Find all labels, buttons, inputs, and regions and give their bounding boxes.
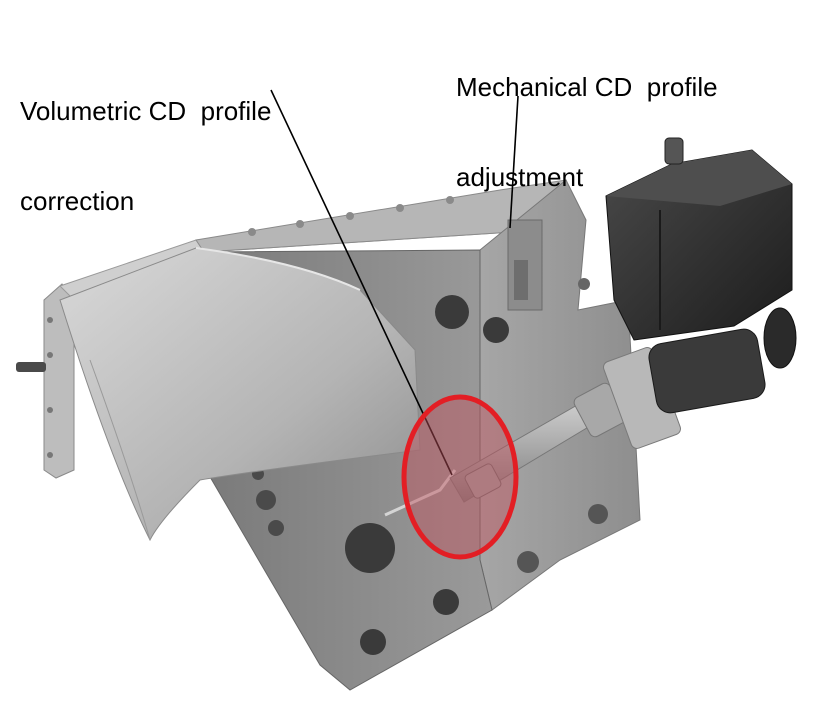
side-bracket [16, 283, 75, 479]
die-hood [59, 247, 421, 542]
label-mechanical-line2: adjustment [456, 162, 584, 192]
label-mechanical-cd-profile-adjustment: Mechanical CD profile adjustment [456, 12, 718, 252]
label-volumetric-cd-profile-correction: Volumetric CD profile correction [20, 36, 271, 276]
highlight-ellipse-icon [401, 394, 519, 560]
leader-line-volumetric [270, 89, 453, 476]
actuator-shaft [449, 347, 681, 503]
motor-actuator-icon [605, 137, 797, 414]
leader-line-mechanical [509, 95, 519, 229]
label-volumetric-line1: Volumetric CD profile [20, 96, 272, 126]
label-volumetric-line2: correction [20, 186, 135, 216]
label-mechanical-line1: Mechanical CD profile [456, 72, 718, 102]
